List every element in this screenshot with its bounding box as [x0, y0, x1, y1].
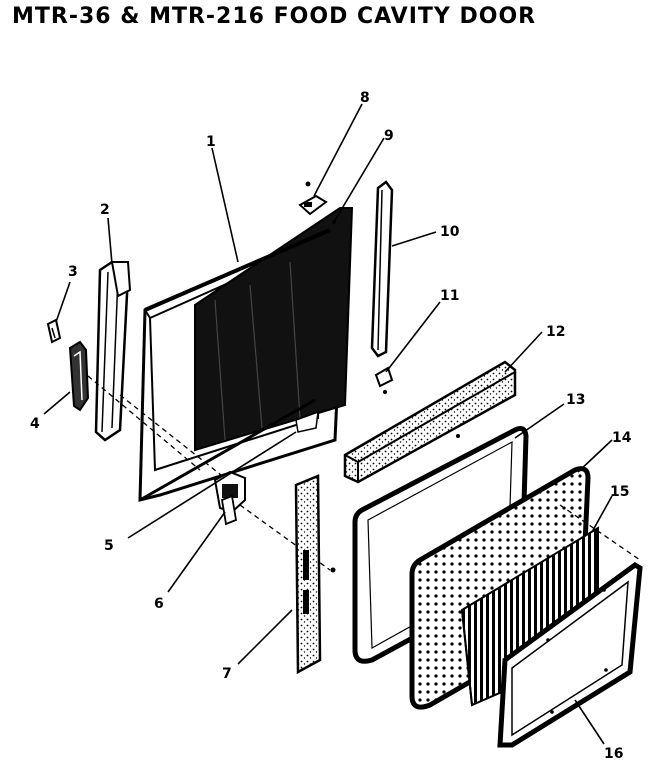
- page-title: MTR-36 & MTR-216 FOOD CAVITY DOOR: [12, 4, 537, 29]
- part-outer-glass-frame: [497, 562, 643, 748]
- part-vertical-strip: [294, 474, 336, 675]
- header-fragment: ‒ ‒‒ ‒‒ ‒‒‒‒‒‒: [290, 0, 383, 5]
- callout-2: 2: [100, 202, 110, 218]
- callout-3: 3: [68, 264, 78, 280]
- part-left-trim: [94, 260, 132, 442]
- part-top-bracket: [298, 181, 328, 216]
- callout-10: 10: [440, 224, 460, 240]
- part-door-frame: [138, 207, 354, 502]
- callout-11: 11: [440, 288, 459, 304]
- callout-16: 16: [604, 746, 623, 762]
- part-small-bracket: [374, 366, 394, 394]
- callout-6: 6: [154, 596, 164, 612]
- callout-15: 15: [610, 484, 629, 500]
- part-right-trim: [370, 180, 394, 358]
- part-handle: [68, 340, 90, 412]
- callout-5: 5: [104, 538, 114, 554]
- callout-8: 8: [360, 90, 370, 106]
- callout-7: 7: [222, 666, 232, 682]
- part-hinge-bracket: [213, 470, 246, 526]
- part-clip: [46, 318, 62, 344]
- callout-9: 9: [384, 128, 394, 144]
- callout-14: 14: [612, 430, 632, 446]
- part-header-bar: [343, 360, 517, 484]
- callout-12: 12: [546, 324, 565, 340]
- callout-13: 13: [566, 392, 585, 408]
- leader-lines: [43, 103, 613, 745]
- callout-4: 4: [30, 416, 40, 432]
- callout-1: 1: [206, 134, 216, 150]
